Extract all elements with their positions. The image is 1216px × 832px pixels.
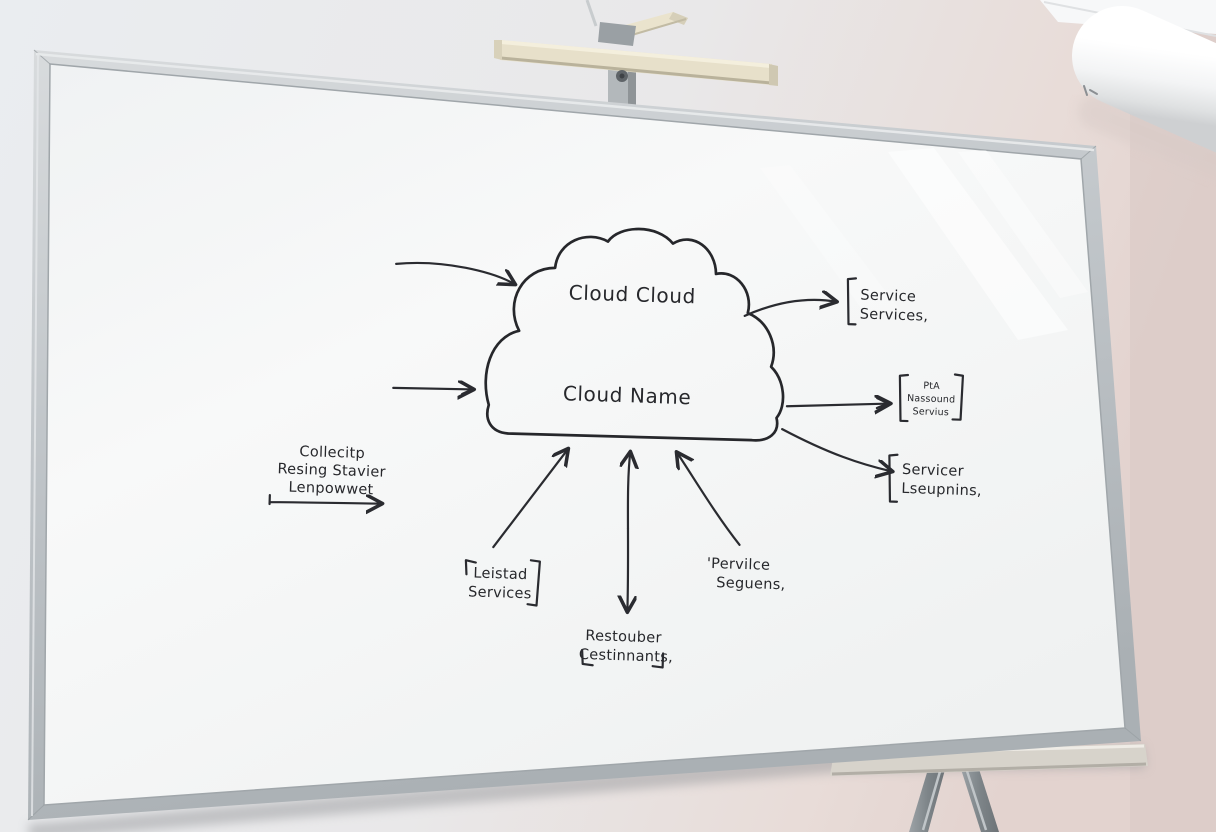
tray-edge-shadow: [831, 762, 1147, 776]
pervilce-label-line1: 'Pervilce: [707, 556, 771, 574]
fixture-stem: [585, 0, 598, 27]
pervilce-label-line2: Seguens,: [716, 575, 786, 593]
board-sheen-streak-1: [888, 148, 1068, 340]
cloud-shape: [484, 227, 785, 442]
ceiling-duct: [1072, 6, 1216, 153]
arrow-left-mid-double-chevron: [461, 381, 474, 396]
pta-label-line2: Nassound: [907, 393, 956, 406]
board-sheen-streak-3: [760, 165, 900, 318]
restouber-bottomright-bracket: [651, 652, 665, 669]
fixture-bracket: [598, 22, 636, 46]
arrow-vertical-up: [627, 451, 631, 530]
arrow-to-service: [743, 298, 838, 317]
arrow-pervilce-to-cloud: [674, 452, 741, 546]
leistad-right-bracket: [526, 559, 541, 607]
arrow-left-mid: [392, 387, 474, 391]
easel-leg-left-highlight: [921, 767, 943, 831]
easel-leg-right-highlight: [964, 767, 988, 831]
frame-corner-miter-br: [1124, 727, 1142, 742]
fixture-main-bar-left-cap: [494, 40, 502, 60]
fixture-rear-arm-cap: [669, 12, 688, 25]
arrow-left-top: [395, 261, 517, 284]
pta-label-line3: Servius: [912, 406, 949, 418]
pta-label-line1: PtA: [923, 381, 940, 393]
leistad-topleft-bracket: [464, 559, 477, 576]
duct-bracket-detail: [1083, 85, 1098, 96]
frame-left-highlight: [31, 53, 39, 817]
pta-left-bracket: [898, 373, 910, 423]
fixture-main-bar-top-highlight: [500, 40, 772, 68]
restouber-label-line2: Cestinnants,: [579, 647, 674, 666]
frame-corner-miter-tl: [33, 49, 51, 65]
fixture-bolt-inner: [619, 73, 625, 79]
servicer-label-line2: Lseupnins,: [901, 481, 982, 500]
light-fixture: [494, 0, 778, 108]
fixture-post-shade: [628, 62, 636, 108]
service-label-line2: Services,: [860, 306, 929, 324]
servicer-left-bracket: [888, 453, 899, 503]
collect-label-line3: Lenpowwet: [288, 480, 374, 499]
frame-corner-miter-tr: [1080, 145, 1097, 160]
cloud-diagram: Cloud Cloud Cloud Name Service Services,: [268, 227, 982, 669]
pta-right-bracket: [951, 373, 965, 421]
restouber-bottomleft-bracket: [581, 648, 594, 667]
arrow-to-pta-double-chevron: [875, 396, 890, 410]
fixture-main-bar: [500, 40, 772, 85]
arrow-leistad-to-cloud: [492, 446, 568, 549]
collect-label-line2: Resing Stavier: [277, 461, 386, 480]
frame-corner-miter-bl: [27, 804, 45, 821]
fixture-main-bar-right-cap: [769, 64, 778, 86]
arrow-to-servicer: [781, 428, 894, 471]
service-label-line1: Service: [860, 288, 916, 306]
servicer-label-line1: Servicer: [902, 462, 964, 480]
leistad-label-line2: Services: [468, 584, 532, 602]
arrow-to-pta-box: [785, 400, 891, 409]
board-sheen-streak-2: [958, 150, 1088, 298]
collect-underline-arrow: [268, 495, 383, 508]
service-left-bracket: [846, 277, 858, 326]
cloud-top-label: Cloud Cloud: [568, 280, 696, 308]
restouber-label-line1: Restouber: [585, 628, 662, 646]
cloud-name-label: Cloud Name: [563, 381, 692, 409]
arrow-vertical-down: [625, 527, 630, 612]
frame-top-highlight: [35, 52, 1095, 152]
fixture-main-bar-bottom-shadow: [500, 56, 772, 85]
collect-label-line1: Collecitp: [299, 444, 365, 462]
leistad-label-line1: Leistad: [473, 565, 528, 583]
